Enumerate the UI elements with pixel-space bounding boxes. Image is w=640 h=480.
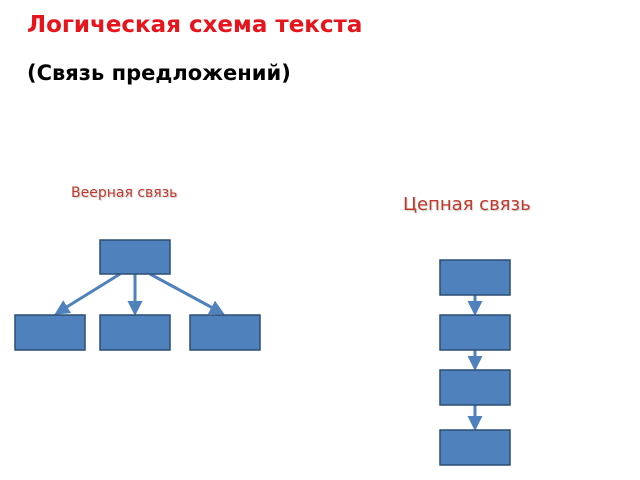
chain-box bbox=[439, 314, 511, 351]
fan-child-box bbox=[189, 314, 261, 351]
slide-title: Логическая схема текста bbox=[27, 12, 363, 38]
chain-box bbox=[439, 429, 511, 466]
chain-diagram bbox=[439, 259, 511, 466]
fan-connector-left bbox=[54, 272, 121, 315]
chain-box bbox=[439, 369, 511, 406]
fan-diagram bbox=[14, 239, 261, 351]
fan-child-box bbox=[14, 314, 86, 351]
fan-child-box bbox=[99, 314, 171, 351]
slide-subtitle: (Связь предложений) bbox=[27, 61, 291, 85]
fan-connector-right bbox=[149, 272, 225, 315]
chain-box bbox=[439, 259, 511, 296]
fan-root-box bbox=[99, 239, 171, 275]
chain-diagram-label: Цепная связь bbox=[403, 194, 531, 215]
fan-diagram-label: Веерная связь bbox=[71, 185, 178, 201]
